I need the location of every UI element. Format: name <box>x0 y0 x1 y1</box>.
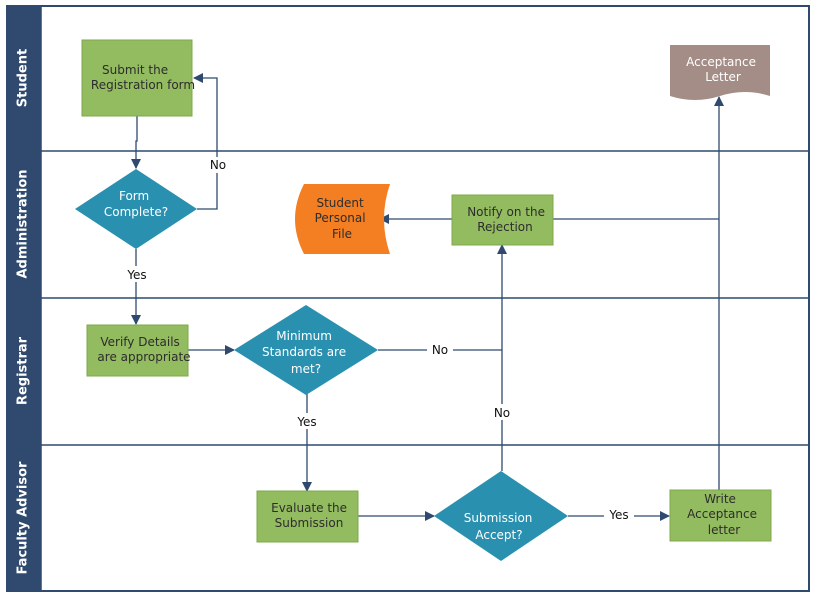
node-text-line: Rejection <box>477 220 532 234</box>
node-student-personal-file: Student Personal File <box>295 184 390 254</box>
node-text-line: Accept? <box>475 528 522 542</box>
edge-submit-to-form-complete <box>131 116 141 169</box>
node-text-line: Verify Details <box>100 335 179 349</box>
node-text-line: Student <box>316 196 364 210</box>
node-text-line: Acceptance <box>687 507 757 521</box>
lane-header-student-bg <box>7 6 41 151</box>
label-bg-min-yes <box>292 413 322 429</box>
document-shape <box>670 45 770 100</box>
node-text-line: Registration form <box>91 78 195 92</box>
process-box <box>669 489 772 542</box>
svg-text:Minimum Standards are: Minimum Standards are met? <box>262 329 350 376</box>
lane-header-faculty-bg <box>7 445 41 591</box>
svg-text:Acceptance Letter: Acceptance Letter <box>686 55 760 84</box>
lane-header-administration-bg <box>7 151 41 298</box>
svg-text:Evaluate the Submission: Evaluate the Submission <box>271 501 351 530</box>
label-bg-min-no <box>427 342 453 358</box>
node-acceptance-letter: Acceptance Letter <box>670 45 770 100</box>
decision-diamond <box>234 305 378 395</box>
svg-text:Student Personal F: Student Personal File <box>315 196 370 241</box>
node-text-line: Complete? <box>104 205 168 219</box>
node-form-complete-decision: Form Complete? <box>75 169 197 249</box>
label-bg-accept-no <box>489 404 515 420</box>
node-text-line: Submission <box>275 516 344 530</box>
node-write-acceptance-letter: Write Acceptance letter <box>669 489 772 542</box>
label-bg-accept-yes <box>604 507 634 523</box>
edge-label-min-no: No <box>432 343 448 357</box>
node-text-line: Submission <box>464 511 533 525</box>
node-text-line: Letter <box>705 70 741 84</box>
node-submission-accept-decision: Submission Accept? <box>434 471 568 561</box>
process-box <box>451 194 554 246</box>
edge-label-form-no: No <box>210 158 226 172</box>
node-text-line: Evaluate the <box>271 501 347 515</box>
svg-text:Verify Details are appro: Verify Details are appropriate <box>97 335 190 364</box>
lane-title-faculty-advisor: Faculty Advisor <box>16 461 31 574</box>
node-submit-registration-form: Submit the Registration form <box>81 39 195 117</box>
svg-text:Submit the Registration: Submit the Registration form <box>91 63 195 92</box>
edge-label-min-yes: Yes <box>296 415 316 429</box>
edge-label-accept-yes: Yes <box>608 508 628 522</box>
label-bg-form-yes <box>122 266 152 282</box>
node-text-line: letter <box>708 523 741 537</box>
lane-header-registrar-bg <box>7 298 41 445</box>
node-text-line: Minimum <box>276 329 332 343</box>
node-text-line: Write <box>704 492 736 506</box>
edge-label-form-yes: Yes <box>126 268 146 282</box>
node-text-line: File <box>332 227 352 241</box>
decision-diamond <box>434 471 568 561</box>
label-bg-form-no <box>206 157 230 173</box>
node-text-line: Submit the <box>102 63 168 77</box>
node-evaluate-submission: Evaluate the Submission <box>256 490 359 543</box>
node-text-line: Standards are <box>262 345 346 359</box>
lane-title-registrar: Registrar <box>16 336 31 405</box>
node-text-line: Form <box>119 189 149 203</box>
node-text-line: Personal <box>315 211 366 225</box>
node-text-line: met? <box>291 362 321 376</box>
connectors <box>131 73 724 521</box>
svg-text:Write Acceptance l: Write Acceptance letter <box>687 492 761 537</box>
process-box <box>256 490 359 543</box>
svg-text:Notify on the Rejection: Notify on the Rejection <box>467 205 549 234</box>
svg-text:Form Complete?: Form Complete? <box>104 189 168 219</box>
node-verify-details: Verify Details are appropriate <box>86 324 191 377</box>
process-box <box>86 324 189 377</box>
edge-labels: No Yes No Yes No Yes <box>122 157 634 523</box>
process-box <box>81 39 193 117</box>
node-text-line: are appropriate <box>97 350 190 364</box>
node-text-line: Notify on the <box>467 205 545 219</box>
node-minimum-standards-decision: Minimum Standards are met? <box>234 305 378 395</box>
edge-form-complete-no-to-submit <box>193 73 218 210</box>
node-notify-rejection: Notify on the Rejection <box>451 194 554 246</box>
lane-title-student: Student <box>16 49 31 107</box>
svg-text:Submission Accept?: Submission Accept? <box>464 511 536 542</box>
lane-title-administration: Administration <box>16 169 31 278</box>
data-store-shape <box>295 184 390 254</box>
lane-frame <box>6 5 810 592</box>
node-text-line: Acceptance <box>686 55 756 69</box>
edge-label-accept-no: No <box>494 406 510 420</box>
decision-diamond <box>75 169 197 249</box>
